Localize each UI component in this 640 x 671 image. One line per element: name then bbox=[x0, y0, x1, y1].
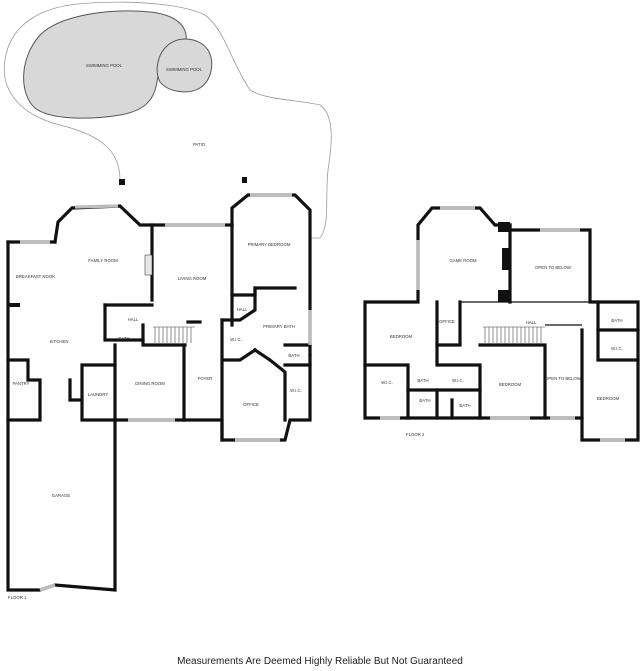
label-bath-3: BATH bbox=[611, 318, 622, 323]
label-wic-4: W.I.C. bbox=[381, 380, 393, 385]
room-labels: SWIMMING POOL SWIMMING POOL PATIO FAMILY… bbox=[8, 63, 623, 600]
label-bath-6: BATH bbox=[459, 403, 470, 408]
label-bath-1: BATH bbox=[118, 336, 129, 341]
disclaimer-text: Measurements Are Deemed Highly Reliable … bbox=[177, 656, 463, 667]
floor-2-walls bbox=[363, 206, 640, 442]
label-foyer: FOYER bbox=[198, 376, 213, 381]
column-left bbox=[119, 179, 125, 185]
label-bath-5: BATH bbox=[419, 398, 430, 403]
label-primary-bedroom: PRIMARY BEDROOM bbox=[248, 242, 291, 247]
outdoor-area bbox=[3, 1, 332, 239]
label-bedroom-1: BEDROOM bbox=[390, 334, 413, 339]
label-garage: GARAGE bbox=[52, 493, 71, 498]
label-floor-2: FLOOR 2 bbox=[406, 432, 425, 437]
floor-1-walls bbox=[6, 193, 312, 592]
swimming-pool-small bbox=[156, 38, 213, 93]
label-hall-3: HALL bbox=[526, 320, 537, 325]
label-open-to-below-1: OPEN TO BELOW bbox=[535, 265, 572, 270]
label-swimming-pool-small: SWIMMING POOL bbox=[166, 67, 203, 72]
label-family-room: FAMILY ROOM bbox=[88, 258, 118, 263]
label-living-room: LIVING ROOM bbox=[178, 276, 207, 281]
label-office-1: OFFICE bbox=[243, 402, 259, 407]
label-bath-2: BATH bbox=[288, 353, 299, 358]
label-wic-5: W.I.C. bbox=[452, 378, 464, 383]
fireplace bbox=[144, 254, 153, 276]
label-breakfast-nook: BREAKFAST NOOK bbox=[16, 274, 55, 279]
label-bath-4: BATH bbox=[417, 378, 428, 383]
label-hall-2: HALL bbox=[128, 317, 139, 322]
railing-floor-2 bbox=[460, 301, 590, 326]
column-right bbox=[242, 177, 247, 183]
label-office-2: OFFICE bbox=[439, 319, 455, 324]
label-floor-1: FLOOR 1 bbox=[8, 595, 27, 600]
label-bedroom-2: BEDROOM bbox=[499, 382, 522, 387]
patio-outline bbox=[3, 1, 332, 239]
label-patio: PATIO bbox=[193, 142, 206, 147]
label-wic-2: W.I.C. bbox=[290, 388, 302, 393]
label-wic-3: W.I.C. bbox=[611, 346, 623, 351]
label-bedroom-3: BEDROOM bbox=[597, 396, 620, 401]
label-dining-room: DINING ROOM bbox=[135, 381, 165, 386]
label-kitchen: KITCHEN bbox=[50, 339, 69, 344]
label-game-room: GAME ROOM bbox=[449, 258, 477, 263]
label-pantry: PANTRY bbox=[12, 381, 29, 386]
label-open-to-below-2: OPEN TO BELOW bbox=[545, 376, 582, 381]
stairs-floor-2 bbox=[483, 326, 545, 343]
label-laundry: LAUNDRY bbox=[88, 392, 109, 397]
stairs-floor-1 bbox=[153, 326, 195, 343]
label-wic-1: W.I.C. bbox=[230, 337, 242, 342]
label-hall-1: HALL bbox=[237, 307, 248, 312]
label-primary-bath: PRIMARY BATH bbox=[263, 324, 295, 329]
label-swimming-pool-large: SWIMMING POOL bbox=[86, 63, 123, 68]
